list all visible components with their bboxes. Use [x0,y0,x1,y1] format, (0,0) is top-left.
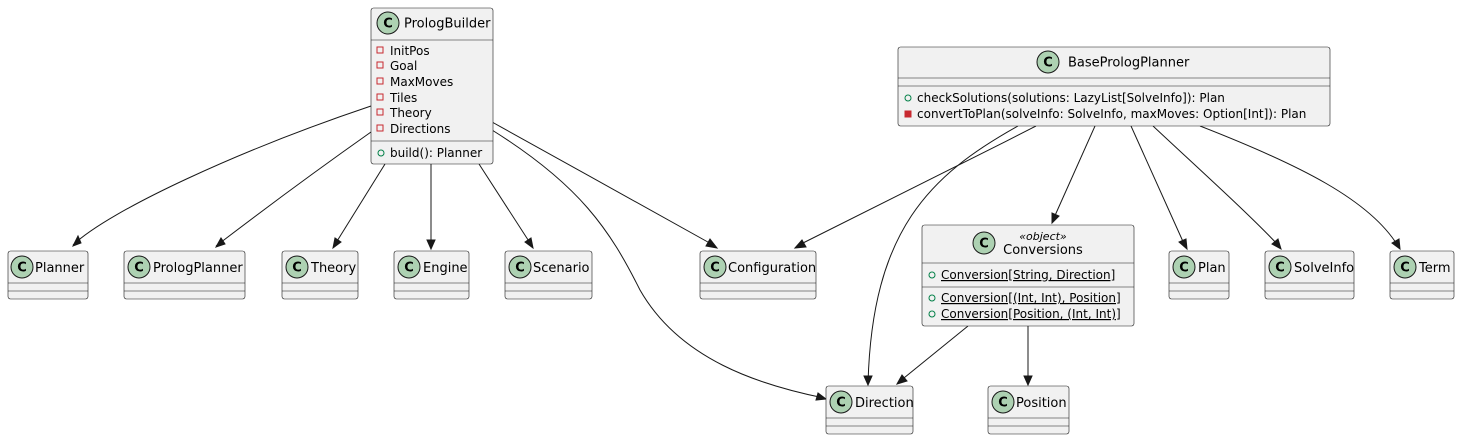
edge-baseplanner-direction [867,125,1019,385]
class-conversions: C «object» Conversions Conversion[String… [921,224,1135,327]
field-item: Theory [389,106,432,120]
class-icon: C [1043,56,1053,71]
field-item: Goal [390,59,417,73]
method-item: build(): Planner [390,146,482,160]
class-name: Theory [310,261,356,276]
class-icon: C [979,237,989,252]
class-name: SolveInfo [1294,261,1354,276]
arrowhead-conversions [1051,212,1060,225]
class-scenario: C Scenario [504,250,593,300]
arrowhead-position [1023,375,1033,387]
class-name: Configuration [728,261,816,276]
class-name: PrologBuilder [404,17,491,32]
arrowhead-plan [1178,238,1188,251]
edge-prologbuilder-direction [491,129,825,399]
class-name: Plan [1198,261,1226,276]
arrowhead-solveinfo [1271,238,1282,251]
stereotype: «object» [1019,230,1067,243]
edge-prologbuilder-scenario [478,163,533,247]
edge-baseplanner-plan [1130,125,1186,247]
edge-prologbuilder-prologplanner [215,131,372,247]
class-icon: C [1179,261,1189,276]
class-name: Planner [35,261,85,276]
class-term: C Term [1389,250,1455,300]
arrowhead-direction-1 [815,392,828,401]
class-name: Direction [855,396,914,411]
field-item: MaxMoves [390,75,453,89]
class-icon: C [1275,261,1285,276]
class-name: Term [1418,261,1451,276]
class-icon: C [1400,261,1410,276]
class-icon: C [515,261,525,276]
arrowhead-configuration-2 [793,239,807,249]
class-icon: C [404,261,414,276]
class-prolog-planner: C PrologPlanner [123,250,246,300]
edge-baseplanner-term [1199,125,1399,247]
class-plan: C Plan [1168,250,1230,300]
field-item: Tiles [389,91,417,105]
edge-prologbuilder-configuration [491,121,716,247]
class-icon: C [134,261,144,276]
class-name: PrologPlanner [153,261,243,276]
method-item: Conversion[(Int, Int), Position] [941,291,1121,305]
class-icon: C [383,17,393,32]
class-base-prolog-planner: C BasePrologPlanner checkSolutions(solut… [897,46,1331,127]
arrowhead-planner [71,234,82,247]
edge-prologbuilder-planner [72,105,372,246]
arrowhead-theory [332,237,342,250]
arrowhead-prologplanner [214,237,226,248]
class-name: Scenario [533,261,590,276]
field-item: Conversion[String, Direction] [941,268,1115,282]
field-item: InitPos [390,44,430,58]
class-position: C Position [987,385,1070,435]
class-configuration: C Configuration [699,250,817,300]
edge-baseplanner-configuration [796,125,1037,247]
arrowhead-configuration-1 [705,238,719,249]
class-name: Conversions [1003,243,1083,258]
class-direction: C Direction [825,385,914,435]
edge-baseplanner-conversions [1052,125,1096,221]
arrowhead-term [1391,238,1401,251]
class-prolog-builder: C PrologBuilder InitPos Goal MaxMoves Ti… [370,7,494,165]
method-item: Conversion[Position, (Int, Int)] [941,307,1121,321]
arrowhead-engine [426,239,436,251]
edge-prologbuilder-theory [333,163,386,247]
class-planner: C Planner [7,250,89,300]
edge-conversions-direction [898,325,969,383]
class-icon: C [836,396,846,411]
class-solve-info: C SolveInfo [1264,250,1355,300]
arrowhead-direction-2 [863,375,873,387]
class-name: BasePrologPlanner [1068,56,1190,71]
class-icon: C [710,261,720,276]
class-icon: C [998,396,1008,411]
relations [71,105,1401,401]
edge-baseplanner-solveinfo [1152,125,1280,247]
class-icon: C [17,261,27,276]
class-theory: C Theory [281,250,359,300]
method-item: convertToPlan(solveInfo: SolveInfo, maxM… [917,107,1306,121]
class-name: Engine [423,261,468,276]
class-name: Position [1016,396,1067,411]
arrowhead-scenario [524,237,534,250]
class-icon: C [292,261,302,276]
class-engine: C Engine [393,250,470,300]
arrowhead-direction-3 [895,374,908,385]
method-item: checkSolutions(solutions: LazyList[Solve… [917,91,1225,105]
field-item: Directions [390,122,450,136]
